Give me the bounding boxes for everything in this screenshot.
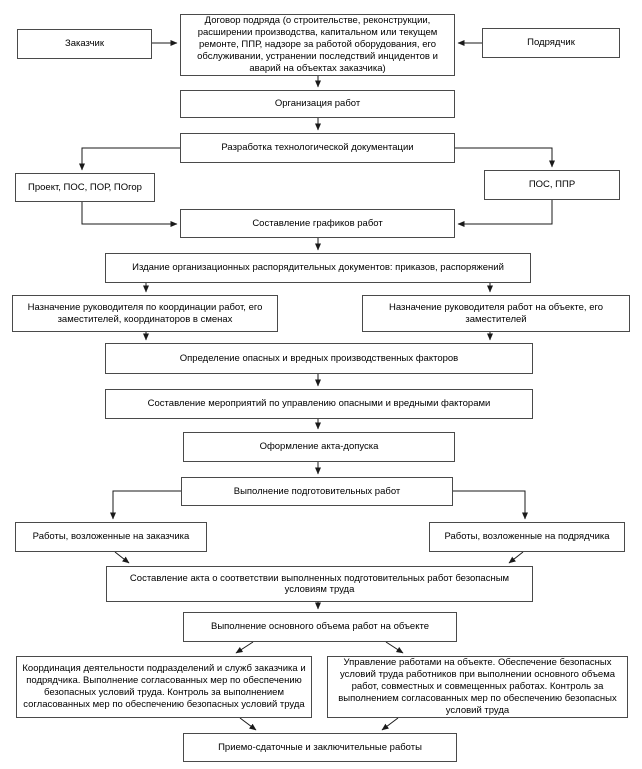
arrow-upravlenie-to-priemo [381, 717, 399, 731]
node-sostavlenie-grafikov: Составление графиков работ [180, 209, 455, 238]
node-razrabotka-dokumentacii: Разработка технологической документации [180, 133, 455, 163]
node-organizaciya-rabot: Организация работ [180, 90, 455, 118]
node-akt-sootvetstviya: Составление акта о соответствии выполнен… [106, 566, 533, 602]
node-oformlenie-akta-dopuska: Оформление акта-допуска [183, 432, 455, 462]
node-podryadchik: Подрядчик [482, 28, 620, 58]
node-naznachenie-rukovoditelya: Назначение руководителя работ на объекте… [362, 295, 630, 332]
node-izdanie-dokumentov: Издание организационных распорядительных… [105, 253, 531, 283]
arrow-osnovnoj-to-upravlenie [385, 641, 404, 654]
arrow-raboty-zakazchika-to-akt [114, 551, 130, 564]
node-raboty-podryadchika: Работы, возложенные на подрядчика [429, 522, 625, 552]
node-vypolnenie-podgotovitelnyh: Выполнение подготовительных работ [181, 477, 453, 506]
node-sostavlenie-meropriyatij: Составление мероприятий по управлению оп… [105, 389, 533, 419]
node-koordinaciya-deyatelnosti: Координация деятельности подразделений и… [16, 656, 312, 718]
arrow-pos-ppr-to-grafiki [457, 200, 553, 227]
node-pos-ppr: ПОС, ППР [484, 170, 620, 200]
node-vypolnenie-osnovnogo: Выполнение основного объема работ на объ… [183, 612, 457, 642]
arrow-raboty-podryadchika-to-akt [508, 551, 524, 564]
node-upravlenie-rabotami: Управление работами на объекте. Обеспече… [327, 656, 628, 718]
node-dogovor-podryada: Договор подряда (о строительстве, реконс… [180, 14, 455, 76]
arrow-razrabotka-to-pos-ppr [455, 147, 555, 168]
node-naznachenie-koordinatora: Назначение руководителя по координации р… [12, 295, 278, 332]
node-opredelenie-faktorov: Определение опасных и вредных производст… [105, 343, 533, 374]
node-raboty-zakazchika: Работы, возложенные на заказчика [15, 522, 207, 552]
node-zakazchik: Заказчик [17, 29, 152, 59]
arrow-podgotovka-to-raboty-podryadchika [453, 490, 528, 520]
arrow-osnovnoj-to-koordinaciya [235, 641, 254, 654]
arrow-koordinaciya-to-priemo [239, 717, 257, 731]
node-proekt-pos-por: Проект, ПОС, ПОР, ПОгор [15, 173, 155, 202]
arrow-podgotovka-to-raboty-zakazchika [110, 490, 181, 520]
arrow-razrabotka-to-proekt [79, 147, 180, 171]
node-priemo-sdatochnye: Приемо-сдаточные и заключительные работы [183, 733, 457, 762]
arrow-proekt-to-grafiki [81, 202, 178, 227]
